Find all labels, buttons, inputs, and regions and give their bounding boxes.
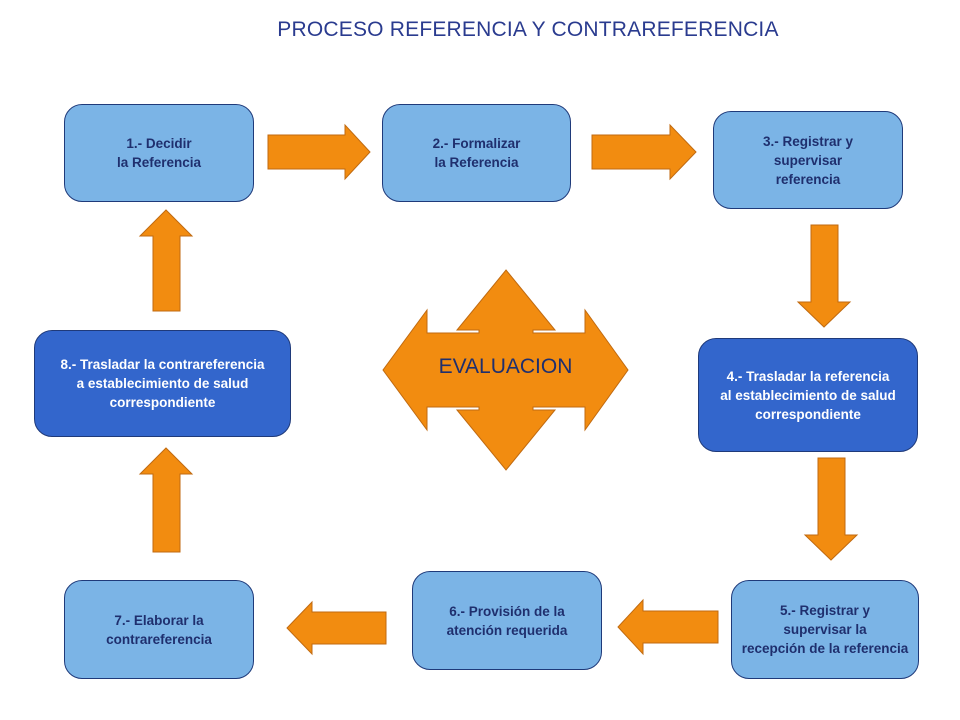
arrow-3-to-4 <box>796 224 852 328</box>
page-title: PROCESO REFERENCIA Y CONTRAREFERENCIA <box>277 18 779 41</box>
evaluacion-four-way-arrow <box>382 269 629 471</box>
arrow-4-to-5 <box>803 457 859 561</box>
arrow-2-to-3 <box>591 123 697 181</box>
step-1-box: 1.- Decidir la Referencia <box>64 104 254 202</box>
arrow-5-to-6 <box>617 598 719 656</box>
step-8-box: 8.- Trasladar la contrareferencia a esta… <box>34 330 291 437</box>
arrow-7-to-8 <box>138 447 194 553</box>
step-5-box: 5.- Registrar y supervisar la recepción … <box>731 580 919 679</box>
evaluacion-label: EVALUACION <box>438 355 573 378</box>
arrow-8-to-1 <box>138 209 194 312</box>
step-3-box: 3.- Registrar y supervisar referencia <box>713 111 903 209</box>
arrow-1-to-2 <box>267 123 371 181</box>
arrow-6-to-7 <box>286 600 387 656</box>
step-4-box: 4.- Trasladar la referencia al estableci… <box>698 338 918 452</box>
step-6-box: 6.- Provisión de la atención requerida <box>412 571 602 670</box>
step-2-box: 2.- Formalizar la Referencia <box>382 104 571 202</box>
step-7-box: 7.- Elaborar la contrareferencia <box>64 580 254 679</box>
